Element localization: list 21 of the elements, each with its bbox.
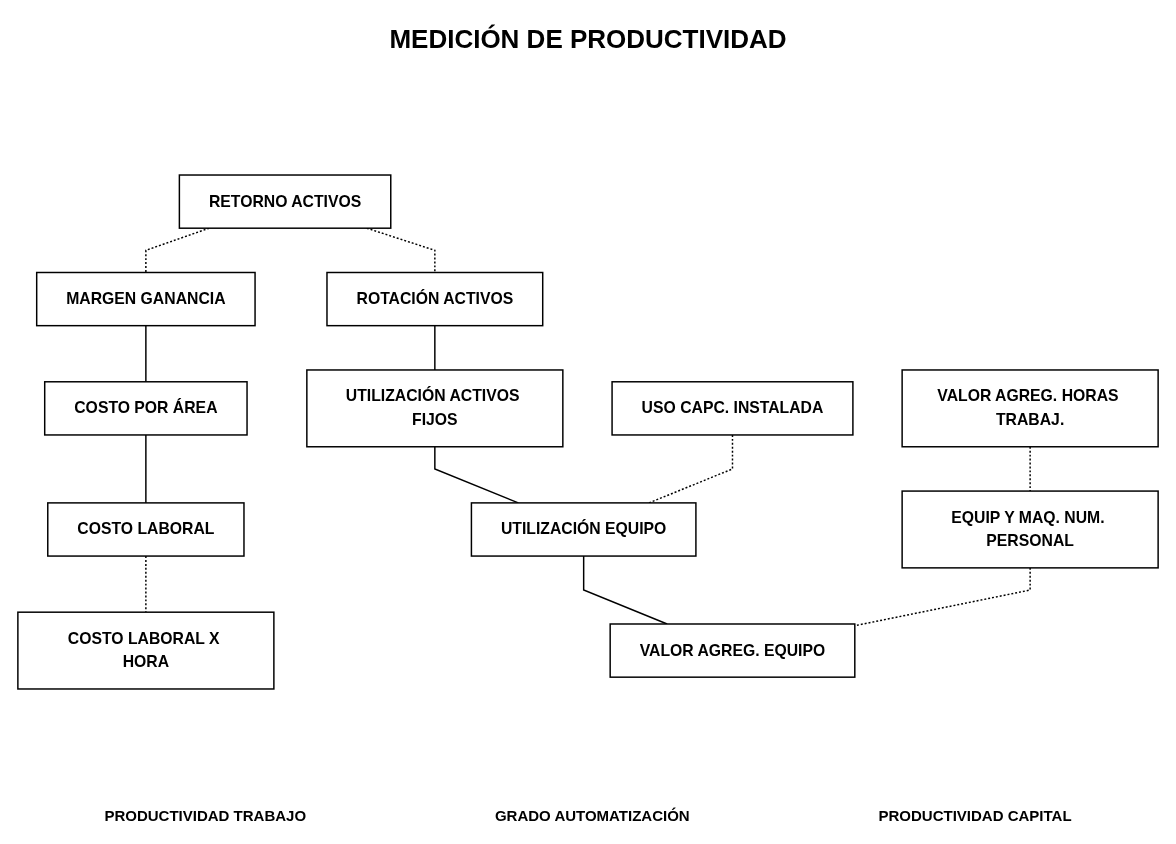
node-box: UTILIZACIÓN EQUIPO [470, 502, 697, 557]
node-box: MARGEN GANANCIA [35, 271, 256, 327]
node-box: VALOR AGREG. EQUIPO [609, 623, 856, 678]
node-box: RETORNO ACTIVOS [178, 174, 392, 229]
diagram-title: MEDICIÓN DE PRODUCTIVIDAD [389, 24, 787, 55]
node-box: COSTO LABORAL [47, 502, 245, 557]
connector [582, 555, 668, 625]
connector [434, 324, 436, 371]
node-box: EQUIP Y MAQ. NUM. PERSONAL [901, 490, 1159, 569]
node-box: COSTO LABORAL X HORA [17, 611, 275, 690]
column-caption: PRODUCTIVIDAD TRABAJO [104, 807, 307, 824]
node-box: COSTO POR ÁREA [43, 381, 248, 436]
connector [145, 434, 147, 504]
connector [145, 324, 147, 383]
node-box: VALOR AGREG. HORAS TRABAJ. [901, 369, 1159, 448]
column-caption: PRODUCTIVIDAD CAPITAL [878, 807, 1072, 824]
connector [854, 567, 1031, 627]
column-caption: GRADO AUTOMATIZACIÓN [494, 807, 690, 824]
node-box: ROTACIÓN ACTIVOS [326, 271, 544, 327]
node-box: UTILIZACIÓN ACTIVOS FIJOS [306, 369, 564, 448]
node-box: USO CAPC. INSTALADA [611, 381, 854, 436]
